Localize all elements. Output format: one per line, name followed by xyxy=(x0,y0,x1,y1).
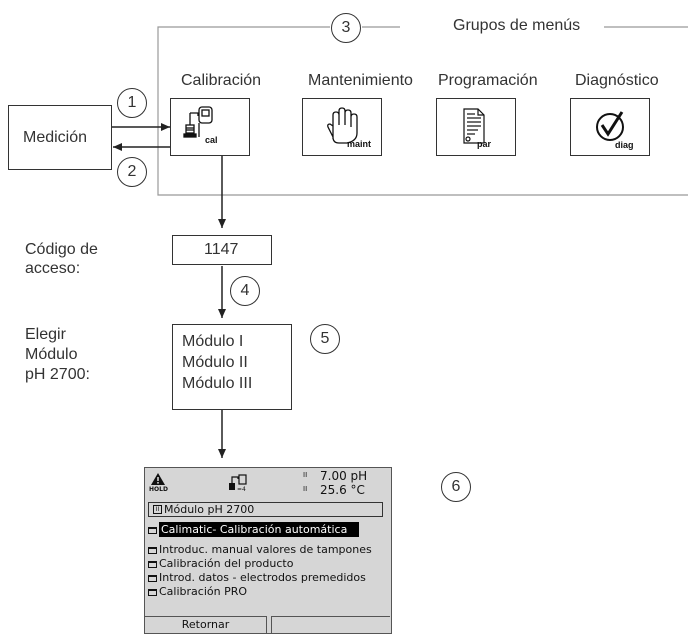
diagnostics-menu-button[interactable]: diag xyxy=(570,98,650,156)
step-marker-4: 4 xyxy=(230,276,260,306)
calibration-status-icon: =4 xyxy=(229,474,247,493)
warning-icon xyxy=(151,473,165,485)
measurement-box[interactable]: Medición xyxy=(8,105,112,170)
reading-temperature: 25.6 °C xyxy=(320,483,365,497)
menu-label-maintenance: Mantenimiento xyxy=(308,72,413,89)
access-code-label-line1: Código de xyxy=(25,241,98,258)
module-option-3[interactable]: Módulo III xyxy=(182,375,253,392)
module-index-badge: II xyxy=(153,505,162,514)
maintenance-menu-button[interactable]: maint xyxy=(302,98,382,156)
access-code-value: 1147 xyxy=(204,241,239,258)
svg-text:=4: =4 xyxy=(237,486,246,493)
folder-icon xyxy=(148,589,157,596)
module-option-1[interactable]: Módulo I xyxy=(182,333,244,350)
measurement-label: Medición xyxy=(23,129,88,146)
device-screen: HOLD =4 II 7.00 pH II 25.6 °C II Módulo … xyxy=(144,467,392,634)
maintenance-icon-text: maint xyxy=(347,139,372,149)
document-icon xyxy=(463,108,485,144)
menu-item-manual-buffer[interactable]: Introduc. manual valores de tampones xyxy=(148,543,372,556)
step-marker-5: 5 xyxy=(310,324,340,354)
folder-icon xyxy=(148,561,157,568)
programming-menu-button[interactable]: par xyxy=(436,98,516,156)
reading2-channel: II xyxy=(303,485,308,493)
softkey-return[interactable]: Retornar xyxy=(145,616,267,634)
module-option-2[interactable]: Módulo II xyxy=(182,354,248,371)
checkmark-icon xyxy=(596,111,624,141)
module-header: II Módulo pH 2700 xyxy=(148,502,383,517)
menu-item-label: Introduc. manual valores de tampones xyxy=(159,543,372,556)
menu-group-frame xyxy=(157,26,688,196)
menu-item-premeasured-electrodes[interactable]: Introd. datos - electrodos premedidos xyxy=(148,571,366,584)
menu-item-calimatic[interactable]: Calimatic- Calibración automática xyxy=(148,522,360,537)
menu-item-label: Introd. datos - electrodos premedidos xyxy=(159,571,366,584)
reading-ph: 7.00 pH xyxy=(320,469,368,483)
menu-label-calibration: Calibración xyxy=(181,72,262,89)
folder-icon xyxy=(148,575,157,582)
calibration-menu-button[interactable]: cal xyxy=(170,98,250,156)
folder-icon xyxy=(148,527,157,534)
hand-icon xyxy=(327,107,358,144)
module-label-line2: Módulo xyxy=(25,346,78,363)
menu-label-programming: Programación xyxy=(438,72,538,89)
menu-groups-title: Grupos de menús xyxy=(453,17,581,34)
step-marker-2: 2 xyxy=(117,157,147,187)
access-code-label-line2: acceso: xyxy=(25,260,81,277)
menu-item-calibration-pro[interactable]: Calibración PRO xyxy=(148,585,247,598)
step-marker-6: 6 xyxy=(441,472,471,502)
module-options-box: Módulo I Módulo II Módulo III xyxy=(172,324,292,410)
programming-icon-text: par xyxy=(477,139,492,149)
access-code-box[interactable]: 1147 xyxy=(172,235,272,265)
step-marker-3: 3 xyxy=(331,13,361,43)
softkey-right[interactable] xyxy=(271,616,390,634)
step-marker-1: 1 xyxy=(117,88,147,118)
module-label-line1: Elegir xyxy=(25,326,66,343)
calibration-icon-text: cal xyxy=(205,135,218,145)
reading1-channel: II xyxy=(303,471,308,479)
menu-item-label: Calibración del producto xyxy=(159,557,294,570)
menu-item-label: Calimatic- Calibración automática xyxy=(159,522,360,537)
calibration-icon xyxy=(183,106,213,138)
module-label-line3: pH 2700: xyxy=(25,366,90,383)
hold-indicator: HOLD xyxy=(149,486,168,493)
menu-item-product-calibration[interactable]: Calibración del producto xyxy=(148,557,293,570)
module-header-title: Módulo pH 2700 xyxy=(164,503,255,516)
menu-label-diagnostics: Diagnóstico xyxy=(575,72,659,89)
folder-icon xyxy=(148,547,157,554)
menu-item-label: Calibración PRO xyxy=(159,585,248,598)
diagnostics-icon-text: diag xyxy=(615,140,634,150)
softkey-return-label: Retornar xyxy=(181,618,230,631)
